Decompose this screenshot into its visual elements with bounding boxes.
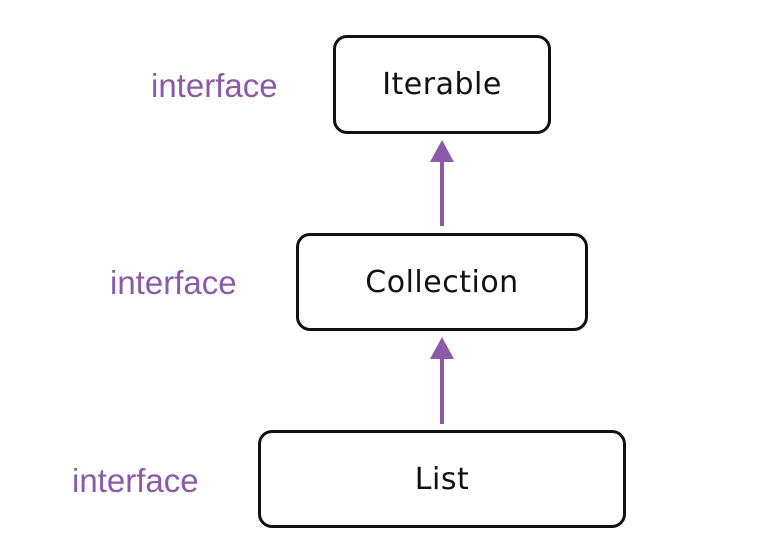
- collection-box: Collection: [296, 233, 588, 331]
- list-label: List: [414, 461, 470, 497]
- arrow-collection-to-iterable: [430, 140, 454, 226]
- iterable-label: Iterable: [382, 67, 502, 102]
- arrowhead-icon: [430, 337, 454, 359]
- arrowhead-icon: [430, 140, 454, 162]
- iterable-box: Iterable: [333, 35, 551, 134]
- stereotype-label-list: interface: [72, 462, 199, 499]
- stereotype-label-collection: interface: [110, 264, 237, 301]
- list-box: List: [258, 430, 626, 528]
- stereotype-label-iterable: interface: [151, 67, 278, 104]
- arrow-list-to-collection: [430, 337, 454, 424]
- collection-label: Collection: [365, 264, 519, 300]
